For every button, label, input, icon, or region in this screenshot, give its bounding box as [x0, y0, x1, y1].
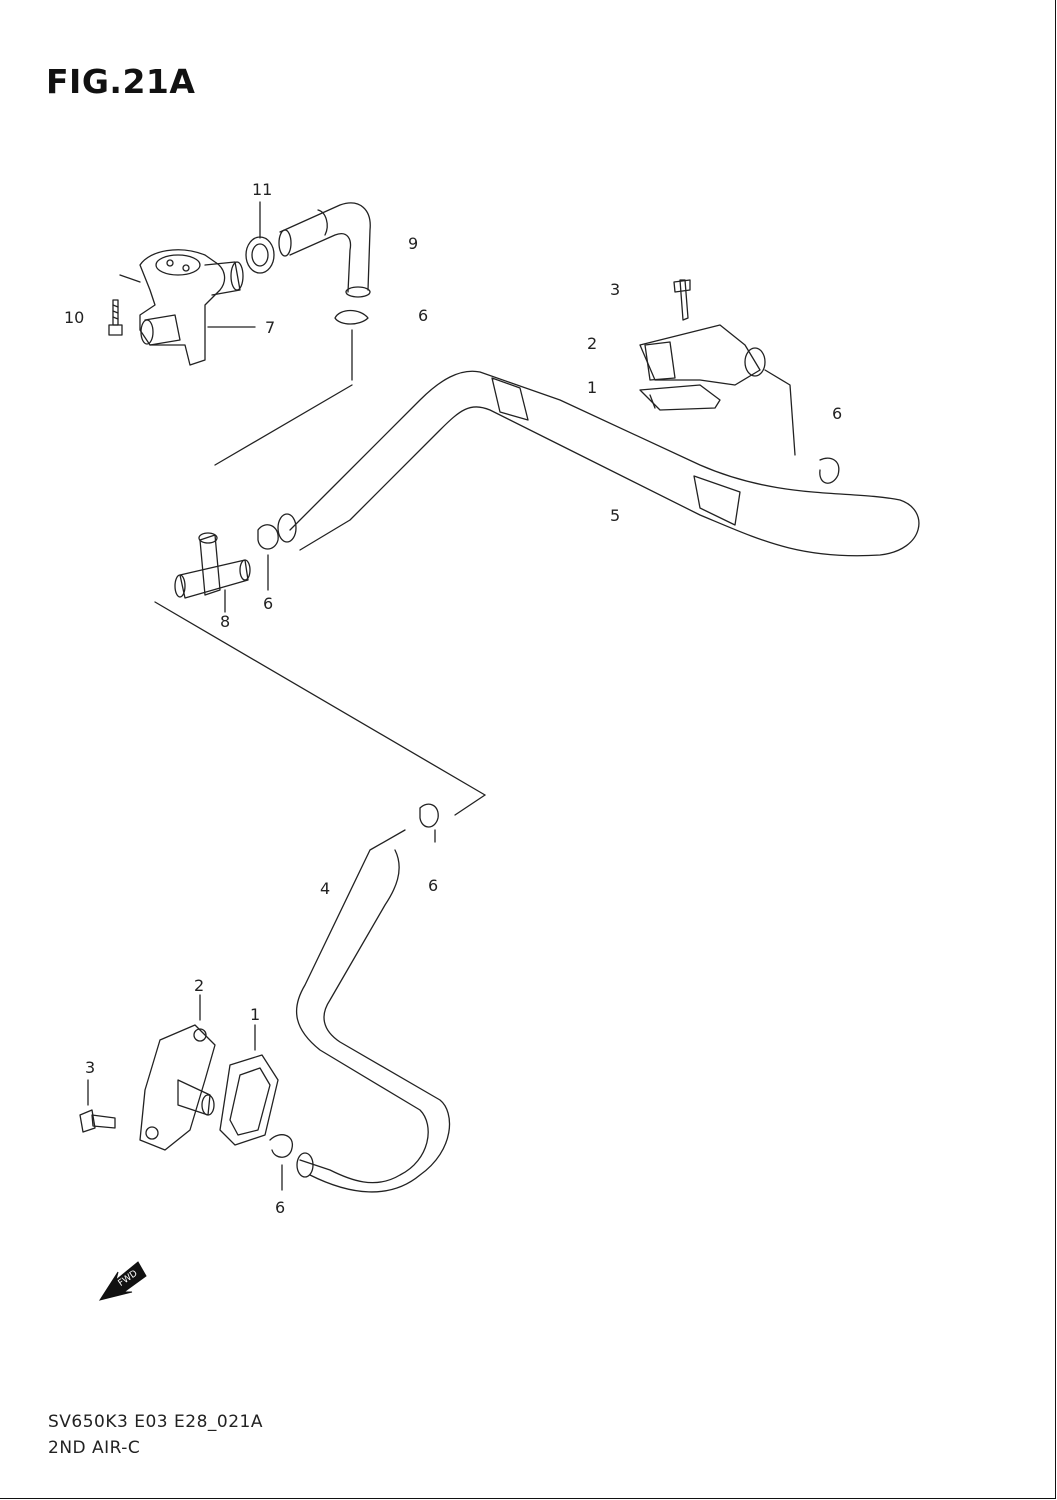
clamp-6-top [214, 309, 369, 466]
callout-6-lower: 6 [428, 876, 439, 895]
clamp-11 [245, 201, 275, 274]
callout-7: 7 [265, 318, 276, 337]
callout-5: 5 [610, 506, 621, 525]
callout-6-mid: 6 [263, 594, 274, 613]
callout-2-top: 2 [587, 334, 598, 353]
callout-6-right: 6 [832, 404, 843, 423]
figure-title: FIG.21A [46, 62, 196, 101]
tee-joint-8 [174, 524, 279, 613]
leader-lines [154, 601, 486, 816]
callout-8: 8 [220, 612, 231, 631]
callout-3-bottom: 3 [85, 1058, 96, 1077]
footer-name: 2ND AIR-C [48, 1438, 141, 1458]
callout-2-bottom: 2 [194, 976, 205, 995]
callout-1-bottom: 1 [250, 1005, 261, 1024]
hose-5 [277, 370, 920, 557]
footer-code: SV650K3 E03 E28_021A [48, 1412, 263, 1432]
reed-valve-top [639, 279, 796, 456]
bolt-3-bottom [79, 1079, 116, 1133]
callout-4: 4 [320, 879, 331, 898]
callout-9: 9 [408, 234, 419, 253]
callout-10: 10 [64, 308, 85, 327]
reed-valve-bottom [139, 994, 293, 1191]
pair-valve-assembly [119, 249, 256, 366]
callout-6-bottom: 6 [275, 1198, 286, 1217]
hose-9 [278, 202, 371, 298]
hose-4 [295, 803, 451, 1193]
fwd-arrow-icon: FWD [98, 1261, 147, 1301]
callout-3-top: 3 [610, 280, 621, 299]
bolt-10 [108, 299, 123, 336]
callout-11: 11 [252, 180, 273, 199]
callout-6-top: 6 [418, 306, 429, 325]
callout-1-top: 1 [587, 378, 598, 397]
